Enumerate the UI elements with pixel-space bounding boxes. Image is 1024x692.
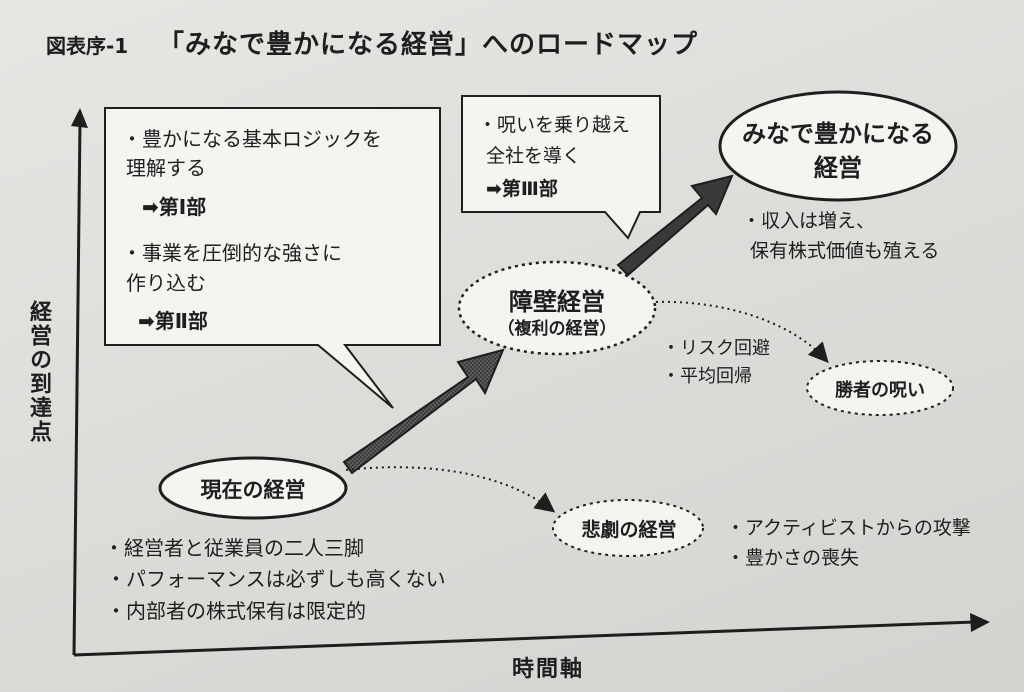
callout-left-box [104,107,441,409]
node-current-ellipse [158,456,348,520]
callout-left-item2-line2: 作り込む [126,271,206,295]
x-axis [73,613,990,657]
node-tragedy-label: 悲劇の経営 [581,519,677,541]
dotted-arrow-barrier-to-curse [655,300,829,363]
node-tragedy-ellipse [552,499,704,557]
node-barrier-sublabel: （複利の経営） [497,319,617,339]
callout-left-item1-line2: 理解する [126,156,206,180]
note-prosperity-1: ・収入は増え、 [742,210,876,232]
figure-title: 「みなで豊かになる経営」へのロードマップ [158,30,699,60]
node-prosperity-label-line2: 経営 [814,154,862,182]
node-curse-ellipse [806,360,954,416]
note-tragedy-2: ・豊かさの喪失 [726,547,860,569]
callout-left-item1-ref: ➡第Ⅰ部 [142,195,207,219]
note-tragedy-1: ・アクティビストからの攻撃 [726,517,971,539]
y-axis-label: 経営の到達点 [26,300,51,444]
node-barrier-label: 障壁経営 [509,288,605,316]
note-barrier-2: ・平均回帰 [662,366,752,387]
note-current-2: ・パフォーマンスは必ずしも高くない [106,567,446,591]
callout-right-box [461,95,661,240]
note-prosperity-2: 保有株式価値も殖える [750,240,940,262]
callout-right-line2: 全社を導く [486,145,582,167]
node-curse-label: 勝者の呪い [835,380,925,401]
figure-label: 図表序-1 [46,34,129,58]
dotted-arrow-current-to-tragedy [345,466,556,513]
node-prosperity-label-line1: みなで豊かになる [742,120,934,148]
node-current-label: 現在の経営 [200,478,306,502]
callout-left-item1-line1: ・豊かになる基本ロジックを [122,127,382,151]
note-barrier-1: ・リスク回避 [662,338,770,359]
note-current-1: ・経営者と従業員の二人三脚 [104,536,364,560]
node-barrier-ellipse [457,260,657,356]
arrow-current-to-barrier [342,348,505,475]
callout-left-item2-ref: ➡第Ⅱ部 [138,309,208,333]
note-current-3: ・内部者の株式保有は限定的 [106,599,366,623]
node-prosperity-ellipse [718,90,958,202]
callout-left-item2-line1: ・事業を圧倒的な強さに [122,241,342,265]
arrow-barrier-to-prosperity [616,174,734,277]
callout-right-ref: ➡第Ⅲ部 [486,178,558,200]
callout-right-line1: ・呪いを乗り越え [478,114,631,136]
x-axis-label: 時間軸 [512,657,585,682]
y-axis [71,108,88,656]
